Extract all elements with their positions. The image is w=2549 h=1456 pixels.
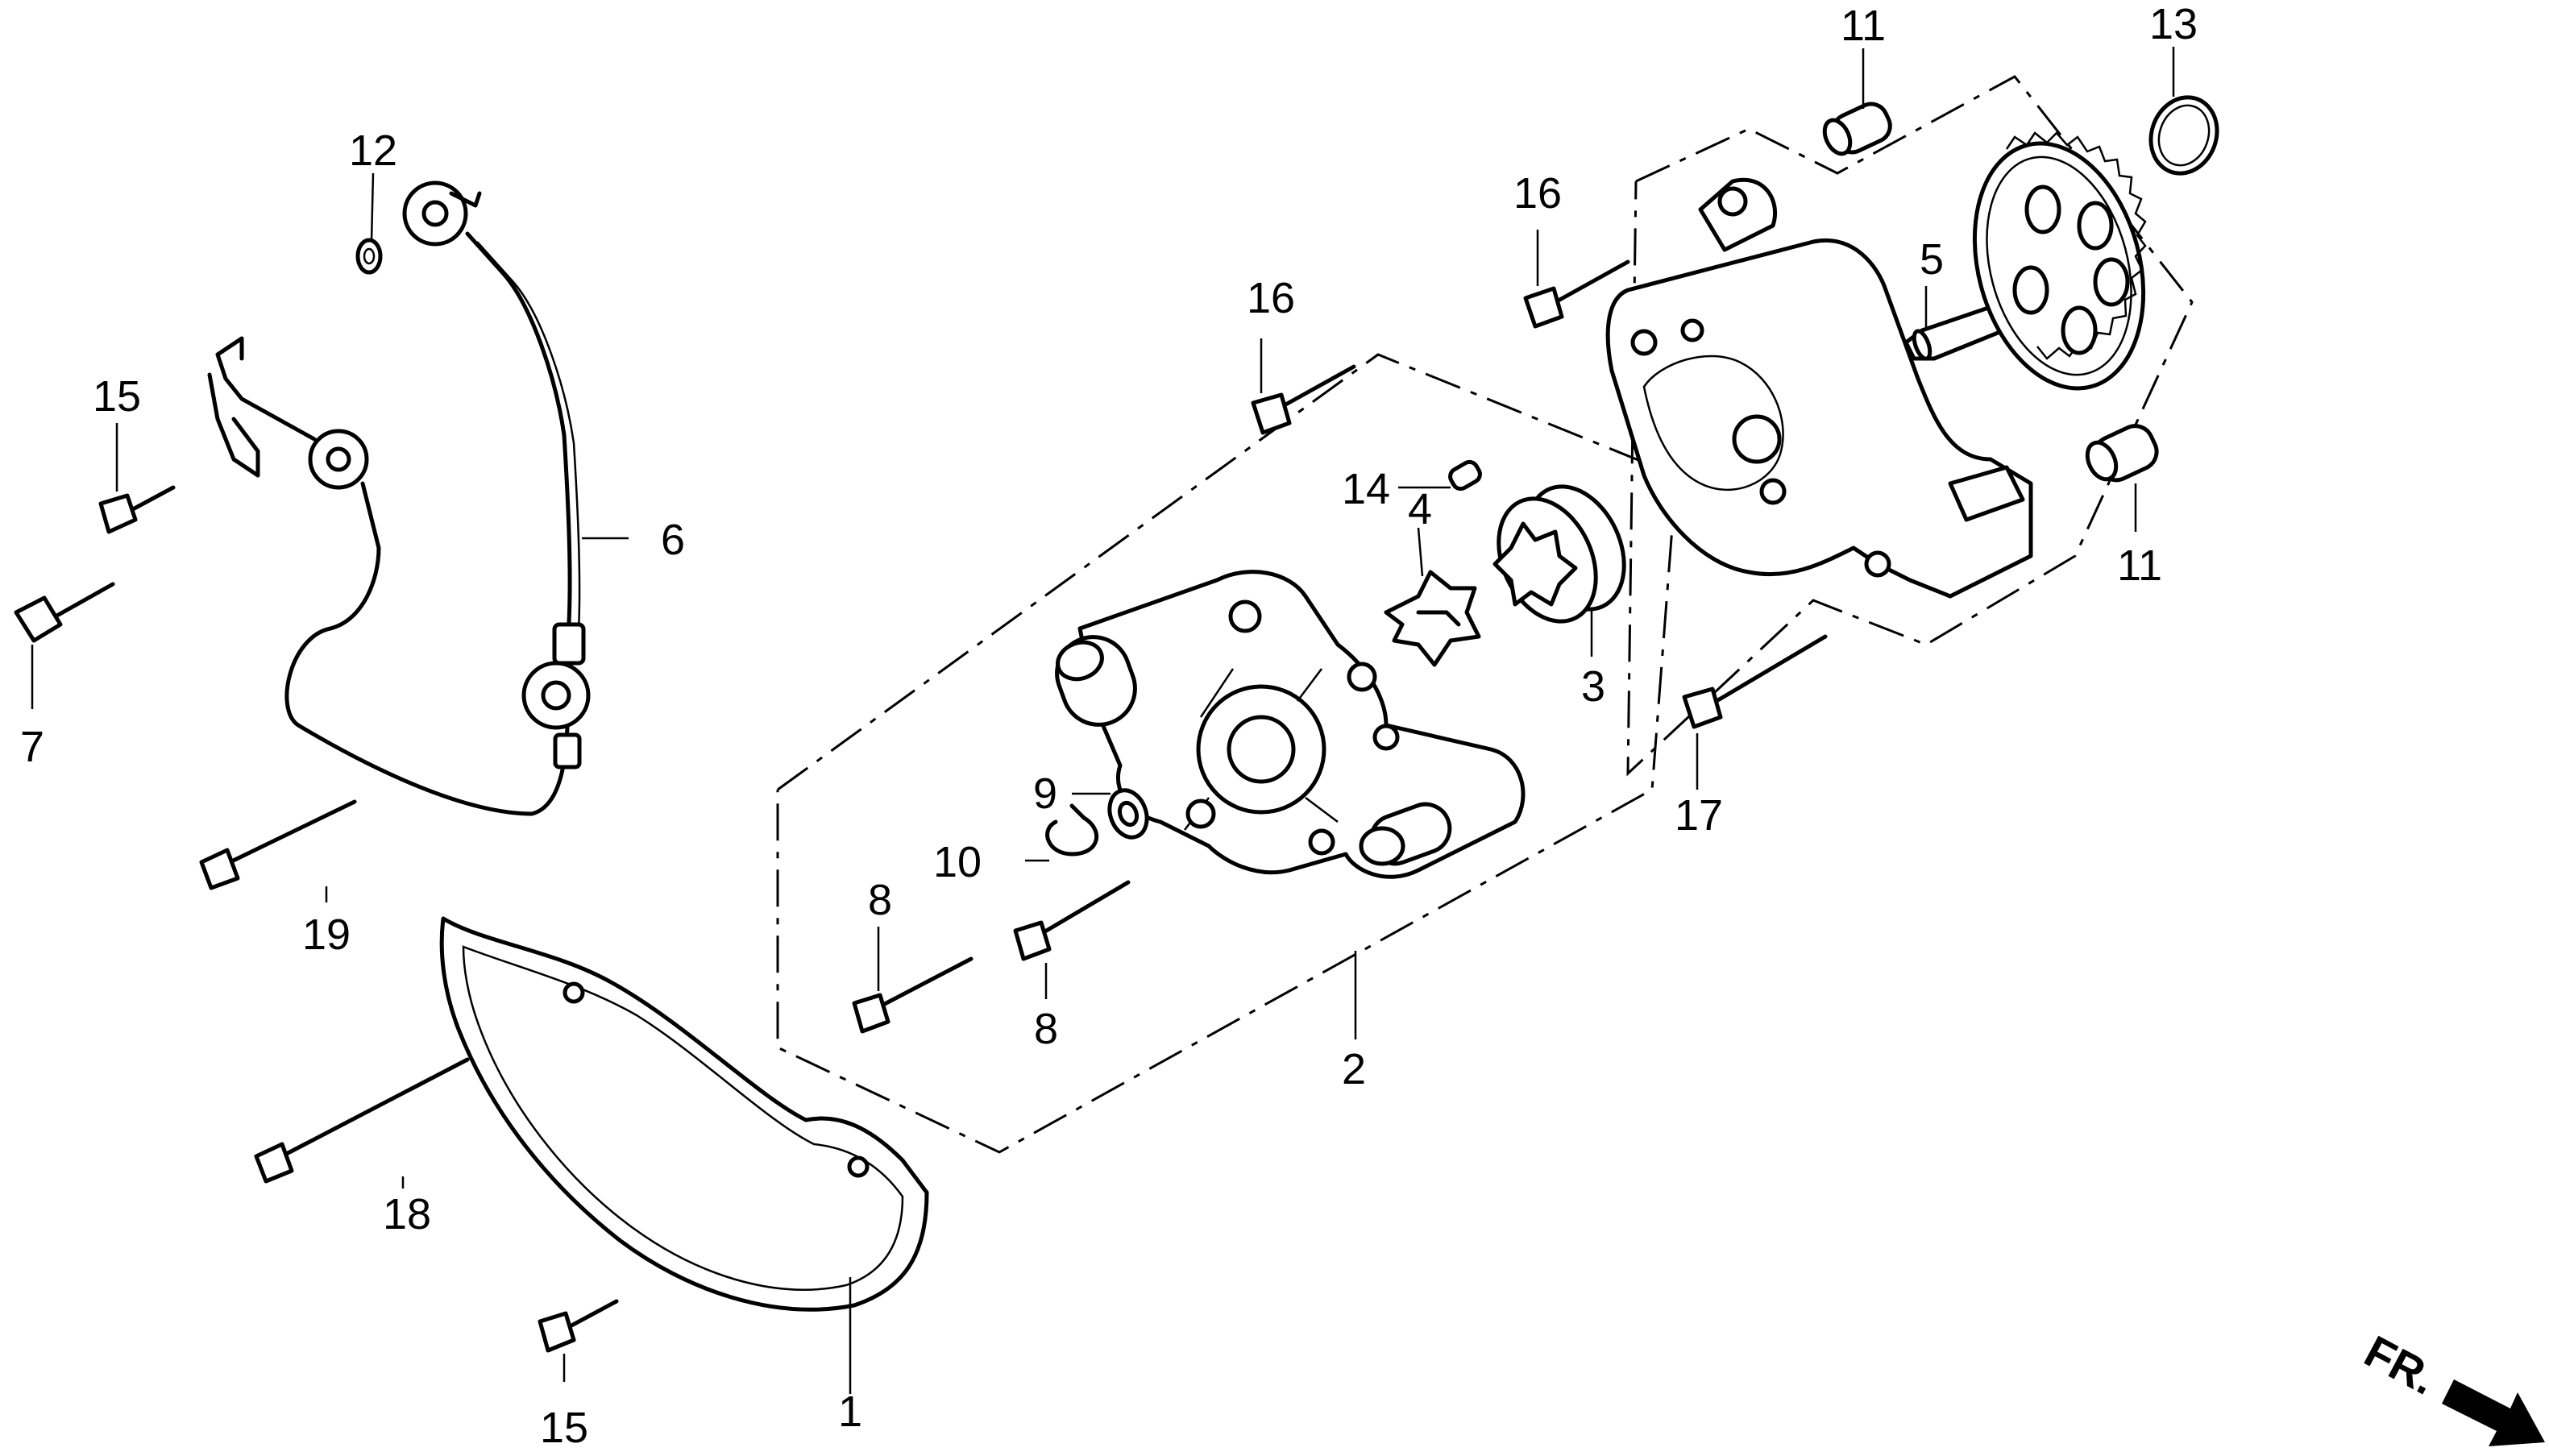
callout-2: 2 bbox=[1342, 1045, 1366, 1093]
pump-cover bbox=[1605, 177, 2033, 599]
callout-labels: 1 2 3 4 5 6 7 8 8 9 10 11 11 12 13 14 15… bbox=[20, 0, 2198, 1452]
callout-8b: 8 bbox=[1034, 1005, 1058, 1053]
callout-11a: 11 bbox=[1841, 2, 1886, 50]
callout-6: 6 bbox=[661, 516, 685, 564]
callout-1: 1 bbox=[838, 1388, 862, 1436]
callout-5: 5 bbox=[1920, 235, 1944, 284]
bolt-15-bottom bbox=[538, 1299, 619, 1353]
bolt-15-top bbox=[98, 485, 176, 534]
front-direction-indicator: FR. bbox=[2356, 1325, 2545, 1446]
bolt-7 bbox=[14, 582, 115, 643]
outer-rotor bbox=[1492, 484, 1626, 624]
dowel-collar-right bbox=[2085, 424, 2159, 483]
callout-3: 3 bbox=[1581, 662, 1605, 711]
callout-12: 12 bbox=[349, 127, 397, 175]
callout-15b: 15 bbox=[540, 1404, 588, 1452]
front-arrow-icon bbox=[2442, 1379, 2545, 1446]
oil-pump-body bbox=[1055, 570, 1526, 879]
assembly-outline-pump-cover bbox=[1626, 75, 2194, 777]
bolt-17 bbox=[1682, 634, 1828, 729]
callout-17: 17 bbox=[1675, 791, 1723, 840]
bolt-8-left bbox=[852, 956, 974, 1034]
callout-16b: 16 bbox=[1513, 169, 1562, 218]
callout-13: 13 bbox=[2149, 0, 2198, 48]
callout-4: 4 bbox=[1408, 485, 1432, 533]
drive-gear bbox=[1972, 131, 2147, 391]
callout-14: 14 bbox=[1342, 465, 1390, 513]
callout-15a: 15 bbox=[93, 372, 141, 421]
washer bbox=[1107, 788, 1149, 840]
callout-8a: 8 bbox=[868, 876, 892, 924]
assembly-outline-oil-pump bbox=[776, 353, 1678, 1154]
oil-pipe bbox=[207, 180, 591, 816]
callout-9: 9 bbox=[1033, 769, 1057, 818]
bolt-8-right bbox=[1013, 880, 1131, 961]
callout-16a: 16 bbox=[1247, 274, 1295, 322]
bolt-18 bbox=[254, 1057, 470, 1184]
dowel-pin bbox=[1448, 459, 1482, 492]
callout-7: 7 bbox=[20, 723, 44, 771]
leader-lines bbox=[31, 47, 2175, 1394]
callout-11b: 11 bbox=[2117, 541, 2162, 590]
guide-plate bbox=[439, 916, 929, 1312]
bolt-19 bbox=[199, 799, 357, 890]
callout-19: 19 bbox=[302, 911, 351, 959]
bolt-16-left bbox=[1251, 364, 1356, 435]
bolt-16-right bbox=[1523, 259, 1630, 329]
o-ring bbox=[2148, 95, 2219, 176]
dowel-collar-top bbox=[1822, 102, 1892, 156]
callout-10: 10 bbox=[933, 838, 982, 886]
small-washer bbox=[355, 238, 383, 275]
clip bbox=[1045, 803, 1099, 857]
front-label: FR. bbox=[2356, 1325, 2444, 1404]
inner-rotor bbox=[1384, 570, 1481, 667]
callout-18: 18 bbox=[383, 1190, 431, 1238]
